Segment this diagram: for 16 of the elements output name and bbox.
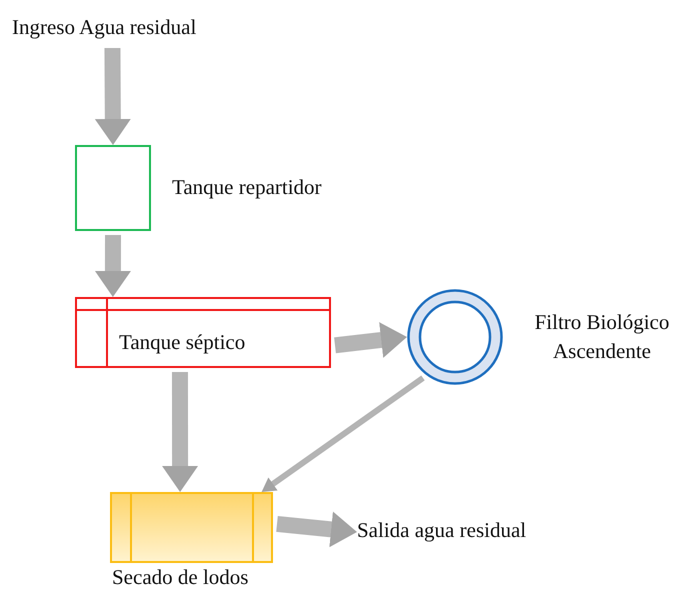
distribution-tank-box [75,145,151,231]
flow-label: Ingreso Agua residual [12,14,196,40]
block-arrow [262,376,425,492]
block-arrow [276,511,357,548]
sludge-label: Secado de lodos [112,564,248,590]
block-arrow [94,48,131,145]
tank-label: Tanque séptico [119,329,246,356]
tank-label: Tanque repartidor [172,174,322,200]
block-arrow [162,372,198,492]
filter-label: Filtro Biológico Ascendente [534,309,670,366]
sludge-drying-box [110,492,273,563]
septic-tank-box [75,297,331,368]
block-arrow [334,322,407,358]
filter-ring [407,289,503,385]
flow-label: Salida agua residual [357,517,526,544]
block-arrow [94,234,131,297]
